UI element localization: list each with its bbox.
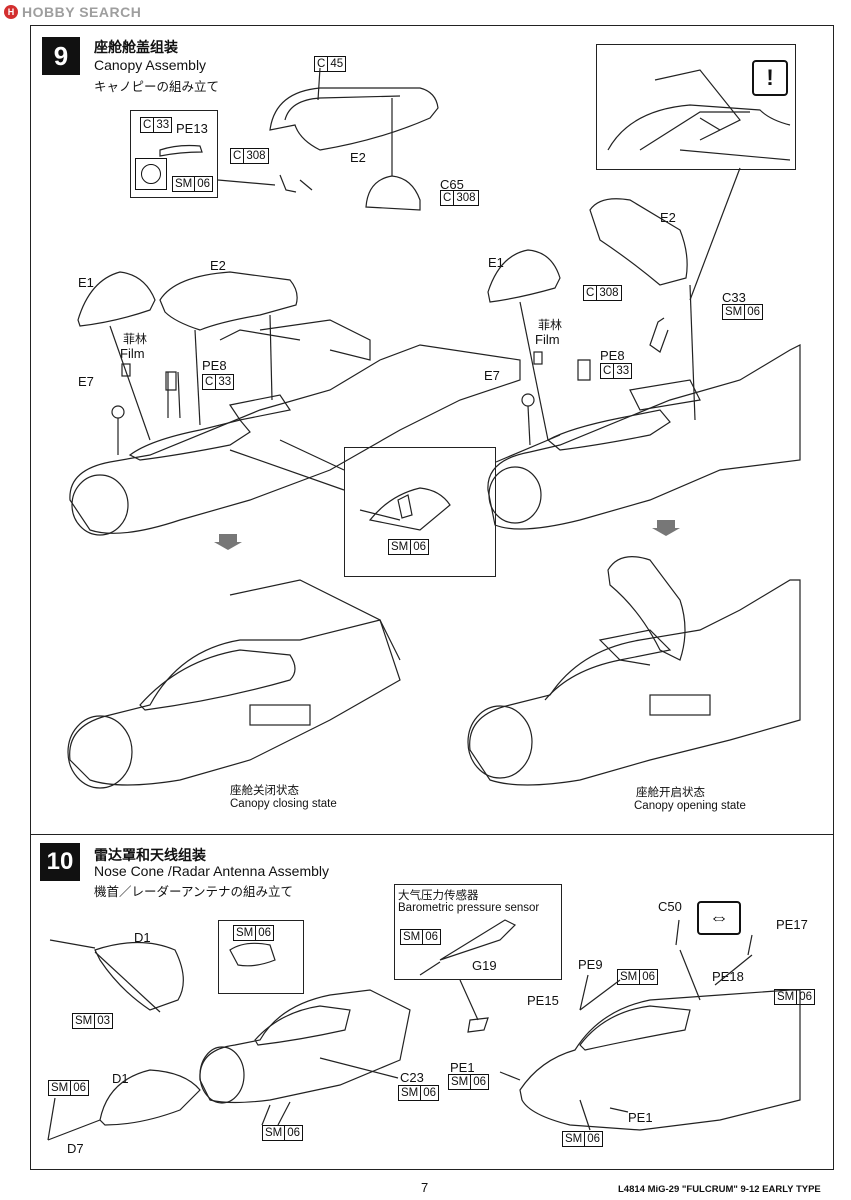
step9-title-cn: 座舱舱盖组装 [94,40,178,56]
open-state-en: Canopy opening state [634,800,746,812]
part-d7-label: D7 [67,1141,84,1156]
part-e2-label: E2 [210,258,226,273]
part-pe9-label: PE9 [578,957,603,972]
product-code: L4814 MiG-29 "FULCRUM" 9-12 EARLY TYPE [618,1184,821,1195]
detail-inset [344,447,496,577]
part-e7-label: E7 [484,368,500,383]
part-e2-label: E2 [660,210,676,225]
closed-state-en: Canopy closing state [230,798,337,810]
step9-title-en: Canopy Assembly [94,57,207,73]
logo-circle-icon: H [4,5,18,19]
logo-text: HOBBY SEARCH [22,4,142,20]
step10-title-cn: 雷达罩和天线组装 [94,848,206,864]
step9-title-jp: キャノピーの組み立て [94,79,220,94]
sensor-cn-label: 大气压力传感器 [398,888,479,902]
hobbysearch-logo: H HOBBY SEARCH [4,4,141,20]
down-arrow-icon [652,520,680,536]
part-pe13-label: PE13 [176,121,208,136]
part-d1-label: D1 [112,1071,129,1086]
step9-number: 9 [42,37,80,75]
part-pe15-label: PE15 [527,993,559,1008]
step10-frame [30,834,834,1170]
part-pe18-label: PE18 [712,969,744,984]
sensor-en-label: Barometric pressure sensor [398,902,540,914]
part-pe8-label: PE8 [600,348,625,363]
step10-title-en: Nose Cone /Radar Antenna Assembly [94,863,330,879]
part-e7-label: E7 [78,374,94,389]
film-cn-label: 菲林 [123,332,148,346]
part-e1-label: E1 [488,255,504,270]
part-pe1-label: PE1 [450,1060,475,1075]
part-pe1-label: PE1 [628,1110,653,1125]
down-arrow-icon [214,534,242,550]
part-c50-label: C50 [658,899,682,914]
step10-title-jp: 機首／レーダーアンテナの組み立て [94,884,294,899]
film-en-label: Film [120,346,145,361]
part-g19-label: G19 [472,958,497,973]
part-pe8-label: PE8 [202,358,227,373]
closed-state-cn: 座舱关闭状态 [230,783,299,797]
film-en-label: Film [535,332,560,347]
page-number: 7 [421,1180,429,1195]
warning-icon: ! [752,60,788,96]
part-c65-label: C65 [440,177,464,192]
double-arrow-icon: ⇔ [697,901,741,935]
film-cn-label: 菲林 [538,318,563,332]
part-c23-label: C23 [400,1070,424,1085]
gauge-icon [135,158,167,190]
part-e1-label: E1 [78,275,94,290]
part-c33-label: C33 [722,290,746,305]
part-e2-label: E2 [350,150,366,165]
part-d1-label: D1 [134,930,151,945]
part-pe17-label: PE17 [776,917,808,932]
open-state-cn: 座舱开启状态 [636,785,705,799]
step10-number: 10 [40,843,80,881]
